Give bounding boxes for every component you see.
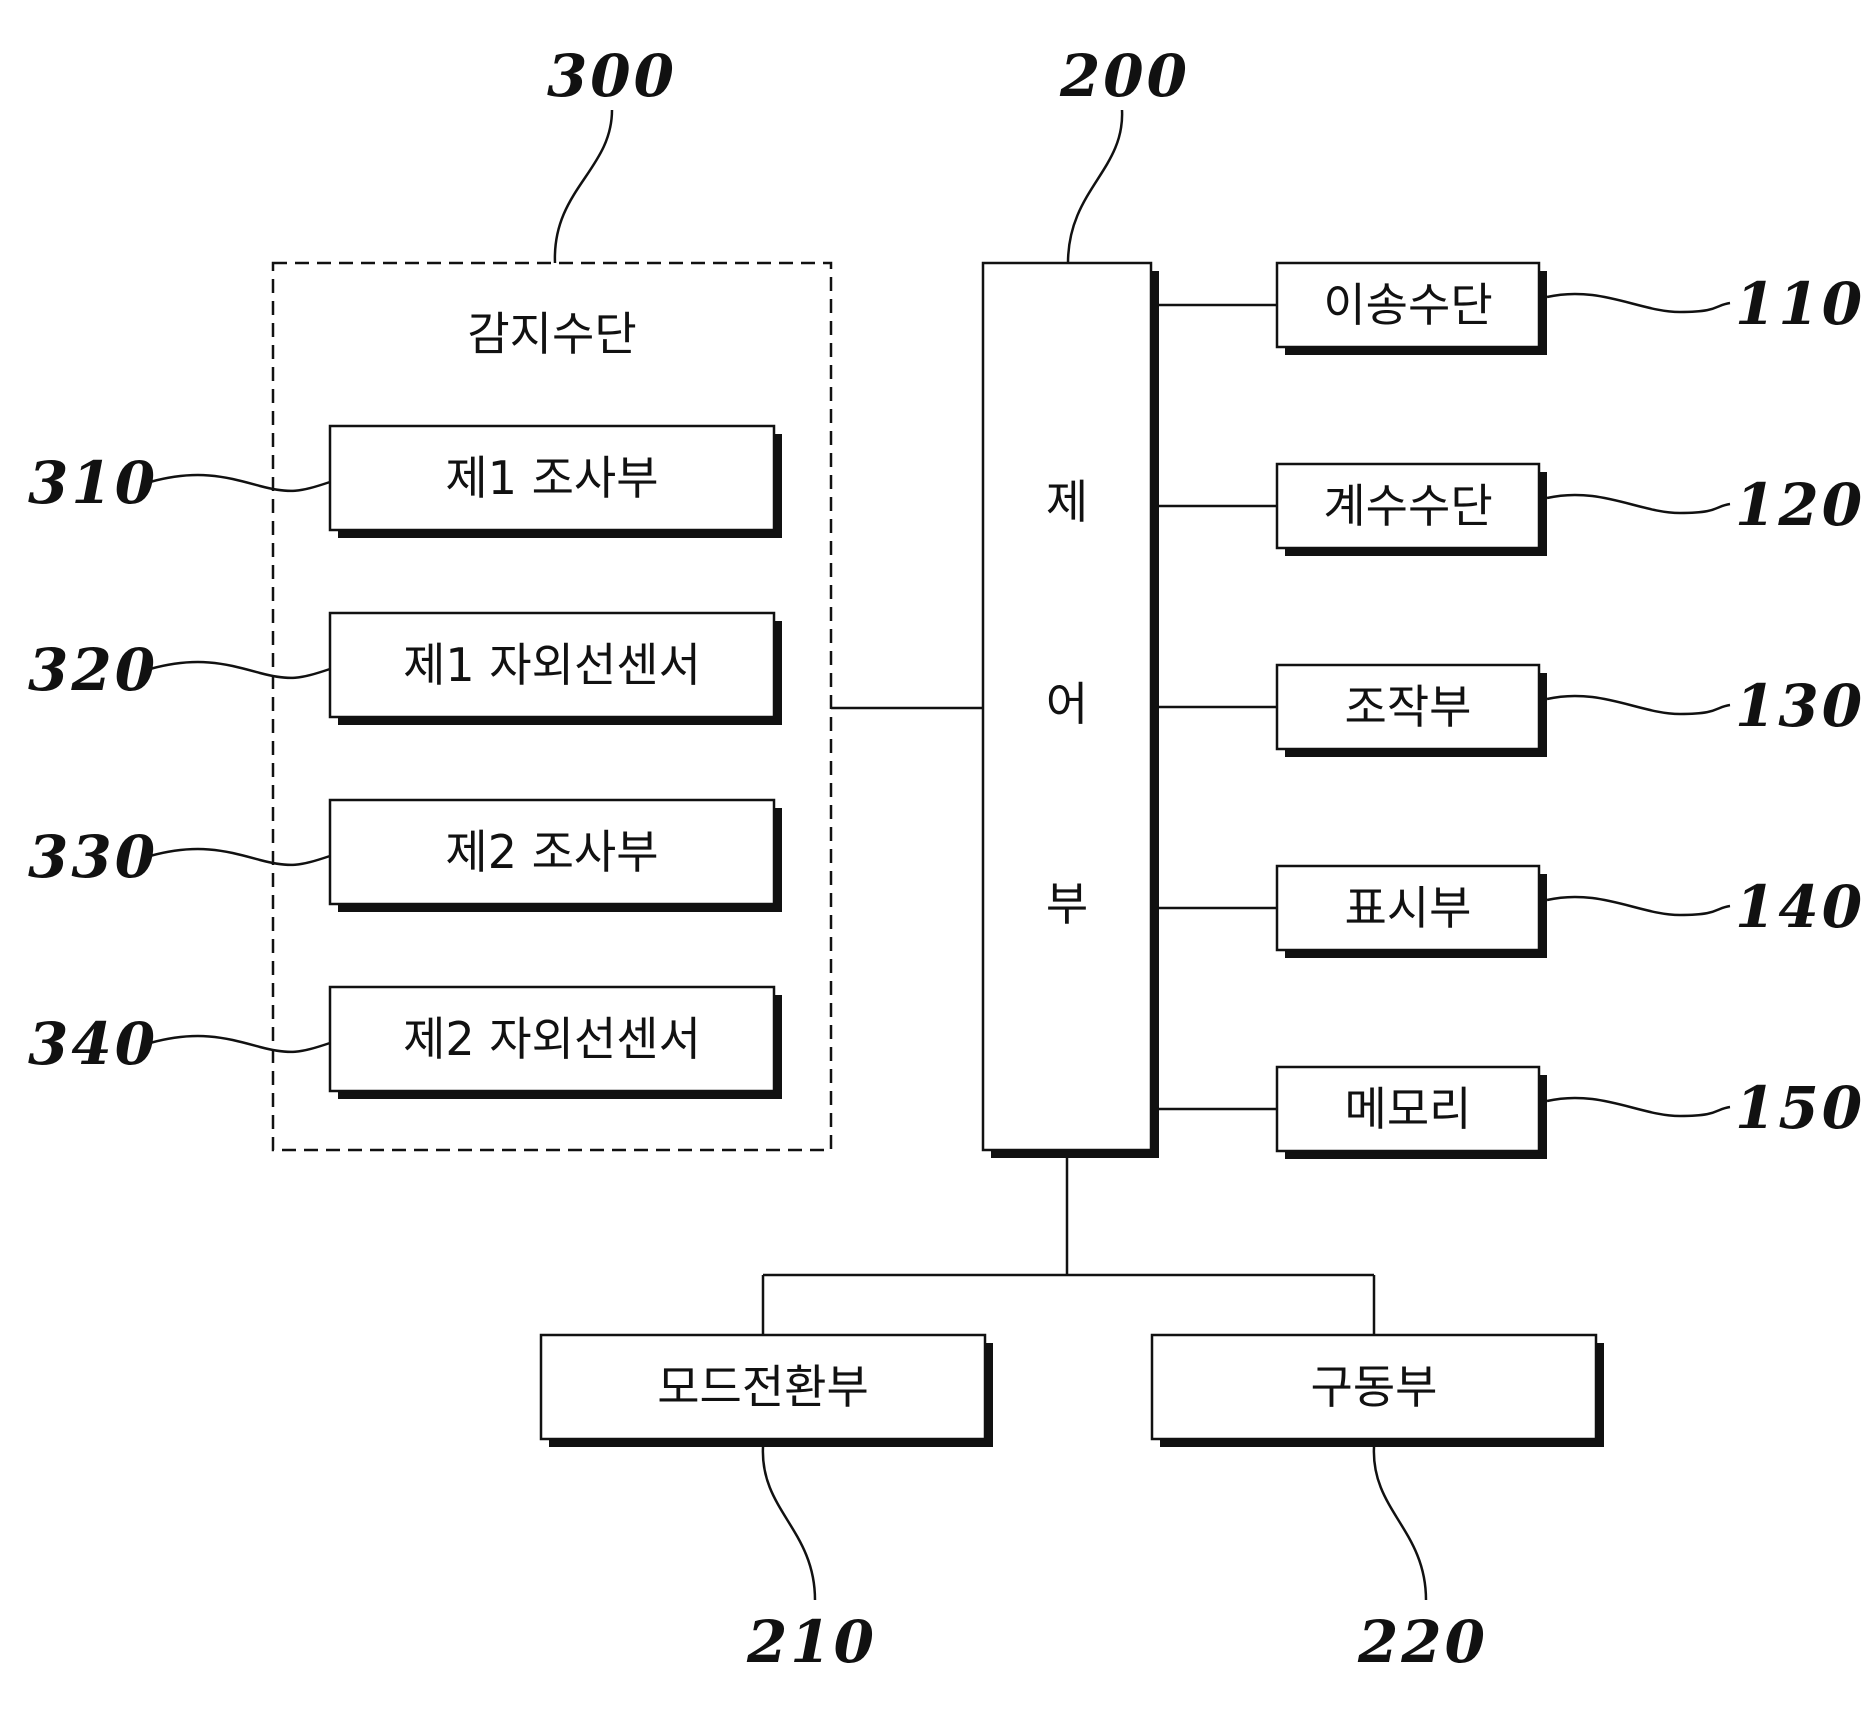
- unit-label: 이송수단: [1323, 278, 1492, 332]
- leader-310: [150, 475, 330, 491]
- ref-330: 330: [28, 823, 158, 891]
- ref-150: 150: [1735, 1074, 1865, 1142]
- unit-150: 메모리: [1159, 1067, 1730, 1159]
- unit-140: 표시부: [1159, 866, 1730, 958]
- sensing-item-310: 제1 조사부: [330, 426, 782, 538]
- ref-120: 120: [1735, 471, 1865, 539]
- unit-label: 표시부: [1345, 881, 1472, 935]
- ref-110: 110: [1735, 270, 1865, 338]
- sensing-item-320: 제1 자외선센서: [330, 613, 782, 725]
- leader-330: [150, 849, 330, 865]
- sensing-item-label: 제2 자외선센서: [403, 1012, 701, 1066]
- sensing-item-340: 제2 자외선센서: [330, 987, 782, 1099]
- unit-120: 계수수단: [1159, 464, 1730, 556]
- ref-310: 310: [28, 449, 158, 517]
- unit-label: 구동부: [1311, 1360, 1438, 1414]
- ref-140: 140: [1735, 873, 1865, 941]
- bus-bottom: [763, 1158, 1374, 1335]
- unit-210: 모드전환부: [541, 1335, 993, 1600]
- unit-label: 계수수단: [1323, 479, 1492, 533]
- ref-210: 210: [746, 1608, 877, 1676]
- ref-200: 200: [1059, 42, 1190, 110]
- unit-label: 조작부: [1345, 680, 1472, 734]
- controller-char-1: 제: [1046, 475, 1088, 529]
- ref-130: 130: [1735, 672, 1865, 740]
- leader-320: [150, 662, 330, 678]
- sensing-item-330: 제2 조사부: [330, 800, 782, 912]
- ref-300: 300: [547, 42, 677, 110]
- unit-label: 메모리: [1345, 1082, 1472, 1136]
- leader-300: [555, 110, 612, 263]
- ref-320: 320: [28, 636, 158, 704]
- sensing-item-label: 제1 자외선센서: [403, 638, 701, 692]
- leader-340: [150, 1036, 330, 1052]
- unit-130: 조작부: [1159, 665, 1730, 757]
- sensing-group-title: 감지수단: [467, 307, 636, 361]
- controller-char-2: 어: [1046, 677, 1088, 731]
- sensing-item-label: 제1 조사부: [445, 451, 658, 505]
- unit-110: 이송수단: [1159, 263, 1730, 355]
- ref-340: 340: [28, 1010, 158, 1078]
- unit-220: 구동부: [1152, 1335, 1604, 1600]
- unit-label: 모드전환부: [657, 1360, 869, 1414]
- sensing-item-label: 제2 조사부: [445, 825, 658, 879]
- ref-220: 220: [1357, 1608, 1488, 1676]
- controller-char-3: 부: [1046, 877, 1088, 931]
- leader-200: [1068, 110, 1122, 263]
